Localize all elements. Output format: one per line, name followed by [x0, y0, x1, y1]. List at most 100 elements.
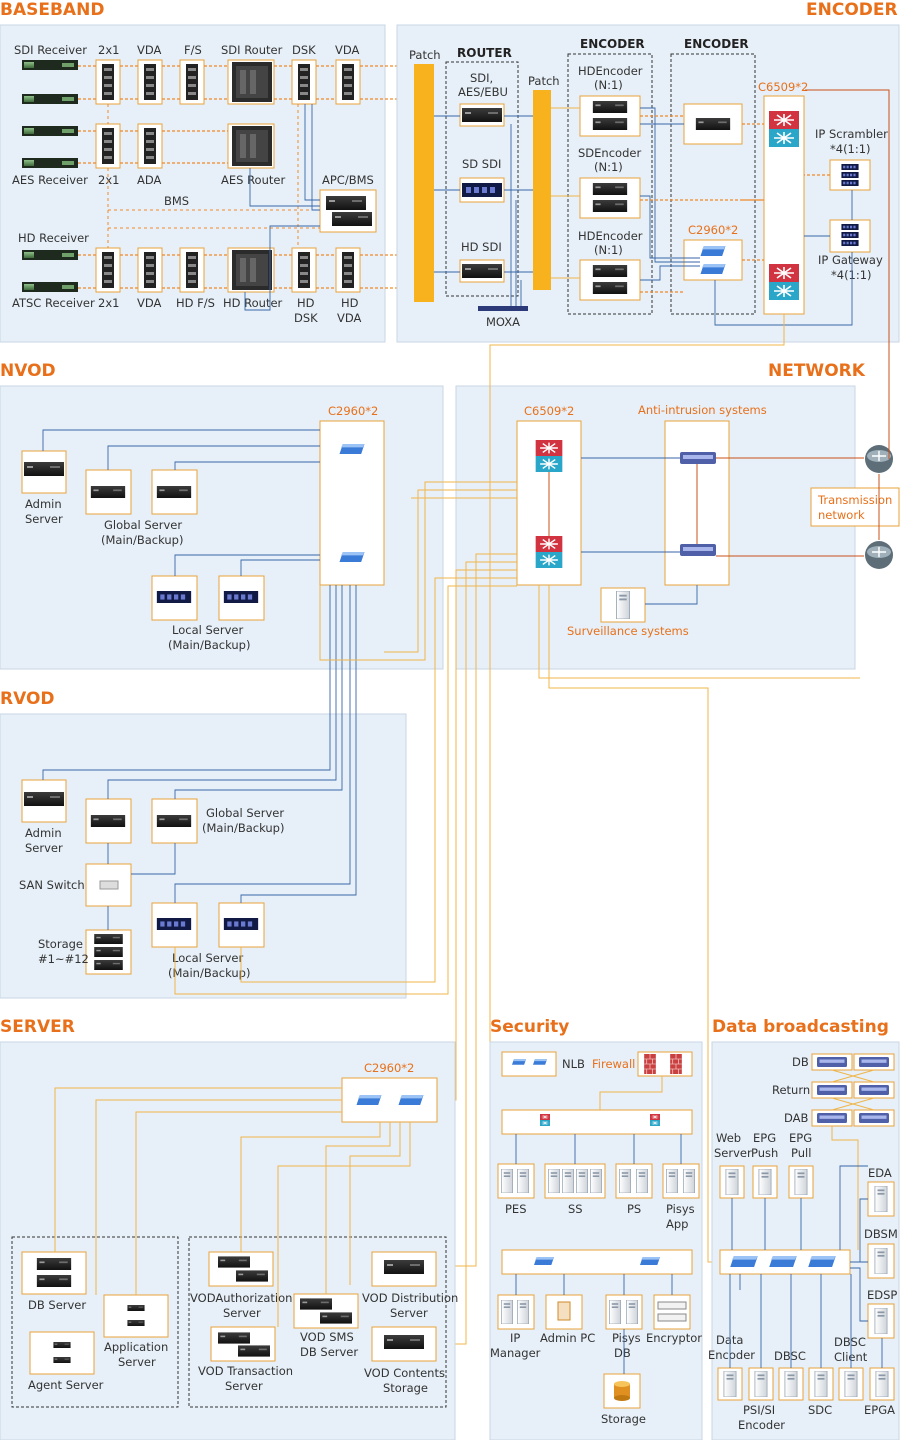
nvod-admin-server-icon: [24, 462, 64, 476]
ip-manager-label-2: Manager: [490, 1346, 541, 1360]
anti-intrusion-a-icon: [680, 452, 716, 464]
web-server-icon: [725, 1169, 739, 1195]
storage-c-icon: [94, 960, 123, 970]
sd-sdi-label: SD SDI: [462, 157, 501, 171]
nvod-switch-b-icon: [339, 552, 365, 562]
firewall-a-icon: [644, 1054, 656, 1074]
hd-dsk-label-1: HD: [297, 296, 315, 310]
dab-label: DAB: [784, 1111, 809, 1125]
security-core-a-icon: [539, 1114, 551, 1126]
col-sdi-router-label: SDI Router: [221, 43, 283, 57]
vod-dist-label-2: Server: [390, 1306, 428, 1320]
surveillance-server-icon: [616, 591, 630, 619]
security-section: Security NLB Firewall PES SS PS Pisys Ap…: [489, 1017, 703, 1440]
san-switch-icon: [99, 880, 119, 890]
hd-receiver-label: HD Receiver: [18, 231, 89, 245]
nvod-global-label-2: (Main/Backup): [101, 533, 183, 547]
agent-server-b-icon: [53, 1357, 71, 1363]
network-links: [548, 89, 890, 605]
hd-encoder-2-label: HDEncoder: [578, 229, 643, 243]
nvod-switch-a-icon: [339, 444, 365, 454]
server-switch-b-icon: [398, 1095, 424, 1105]
vod-auth-label-2: Server: [223, 1306, 261, 1320]
vod-dist-icon: [384, 1260, 424, 1274]
nlb-b-icon: [533, 1059, 547, 1065]
encoder-switch-a-icon: [700, 246, 726, 256]
app-server-label-2: Server: [118, 1355, 156, 1369]
hd-encoder-1a-icon: [592, 101, 628, 113]
admin-pc-label: Admin PC: [540, 1331, 595, 1345]
hd-receiver-icon: [22, 250, 78, 260]
nvod-global-b-icon: [156, 486, 192, 498]
app-server-b-icon: [127, 1320, 145, 1326]
sdi-receiver-b-icon: [22, 94, 78, 104]
encoder-c6509-label: C6509*2: [758, 80, 808, 94]
hd-encoder-2a-icon: [592, 265, 628, 277]
sdi-aes-label-1: SDI,: [470, 71, 493, 85]
vod-cs-label-1: VOD Contents: [364, 1366, 445, 1380]
nvod-local-label-1: Local Server: [172, 623, 243, 637]
vod-auth-label-1: VODAuthorization: [190, 1291, 292, 1305]
moxa-label: MOXA: [486, 315, 520, 329]
apc-bms-unit-b-icon: [332, 212, 372, 226]
col-2x1-b-label: 2x1: [98, 173, 119, 187]
nvod-local-label-2: (Main/Backup): [168, 638, 250, 652]
vod-dist-label-1: VOD Distribution: [362, 1291, 458, 1305]
network-core-b-icon: [535, 536, 563, 568]
anti-intrusion-label: Anti-intrusion systems: [638, 403, 767, 417]
encoder-group1-label: ENCODER: [580, 37, 645, 51]
col-ada-label: ADA: [137, 173, 162, 187]
transmission-router-b-icon: [864, 540, 894, 570]
ip-gateway-b-icon: [841, 232, 859, 238]
hd-encoder-1-label: HDEncoder: [578, 64, 643, 78]
encoder-wires: [434, 107, 853, 326]
rvod-admin-server-icon: [24, 792, 64, 806]
aes-router-label: AES Router: [221, 173, 285, 187]
storage-label-2: #1~#12: [38, 952, 89, 966]
nvod-admin-label-2: Server: [25, 512, 63, 526]
sd-encoder-label: SDEncoder: [578, 146, 641, 160]
ps-label: PS: [627, 1202, 641, 1216]
baseband-signal-arrows: [78, 65, 414, 311]
data-section: Data broadcasting DB Return DAB Web Serv…: [708, 1017, 900, 1440]
hd-encoder-1-ratio: (N:1): [594, 78, 623, 92]
atsc-receiver-icon: [22, 282, 78, 292]
baseband-row2-cards: [95, 123, 275, 169]
eda-icon: [874, 1186, 888, 1212]
dbsc-label: DBSC: [774, 1349, 806, 1363]
db-label: DB: [792, 1055, 809, 1069]
encoder-section: ENCODER Patch ROUTER SDI, AES/EBU SD SDI…: [396, 0, 900, 343]
epg-pull-label-1: EPG: [789, 1131, 812, 1145]
server-c2960-label: C2960*2: [364, 1061, 414, 1075]
app-server-label-1: Application: [104, 1340, 168, 1354]
sdi-aes-router-icon: [462, 108, 502, 122]
vod-sms-label-1: VOD SMS: [300, 1330, 354, 1344]
rvod-global-a-icon: [90, 815, 126, 827]
router-group-label: ROUTER: [457, 46, 512, 60]
col-vda-c-label: VDA: [137, 296, 162, 310]
router-group-box: [445, 61, 519, 297]
psi-si-label-1: PSI/SI: [743, 1403, 775, 1417]
surveillance-label: Surveillance systems: [567, 624, 689, 638]
patch2-label: Patch: [528, 74, 560, 88]
ss-a-icon: [548, 1169, 560, 1193]
vod-cs-icon: [384, 1335, 424, 1349]
pisys-app-b-icon: [683, 1169, 695, 1193]
rvod-local-label-1: Local Server: [172, 951, 243, 965]
ip-scrambler-b-icon: [841, 172, 859, 178]
encryptor-b-icon: [657, 1313, 687, 1322]
rvod-global-b-icon: [156, 815, 192, 827]
web-server-label-2: Server: [714, 1146, 752, 1160]
rvod-local-b-icon: [223, 918, 259, 930]
hd-encoder-2b-icon: [592, 282, 628, 294]
anti-intrusion-b-icon: [680, 544, 716, 556]
encoder-c2960-label: C2960*2: [688, 223, 738, 237]
data-links: [729, 1165, 883, 1368]
ps-a-icon: [619, 1169, 631, 1193]
bms-label: BMS: [164, 194, 189, 208]
rvod-local-label-2: (Main/Backup): [168, 966, 250, 980]
pes-label: PES: [505, 1202, 527, 1216]
nvod-global-a-icon: [90, 486, 126, 498]
pisys-db-a-icon: [609, 1300, 621, 1324]
